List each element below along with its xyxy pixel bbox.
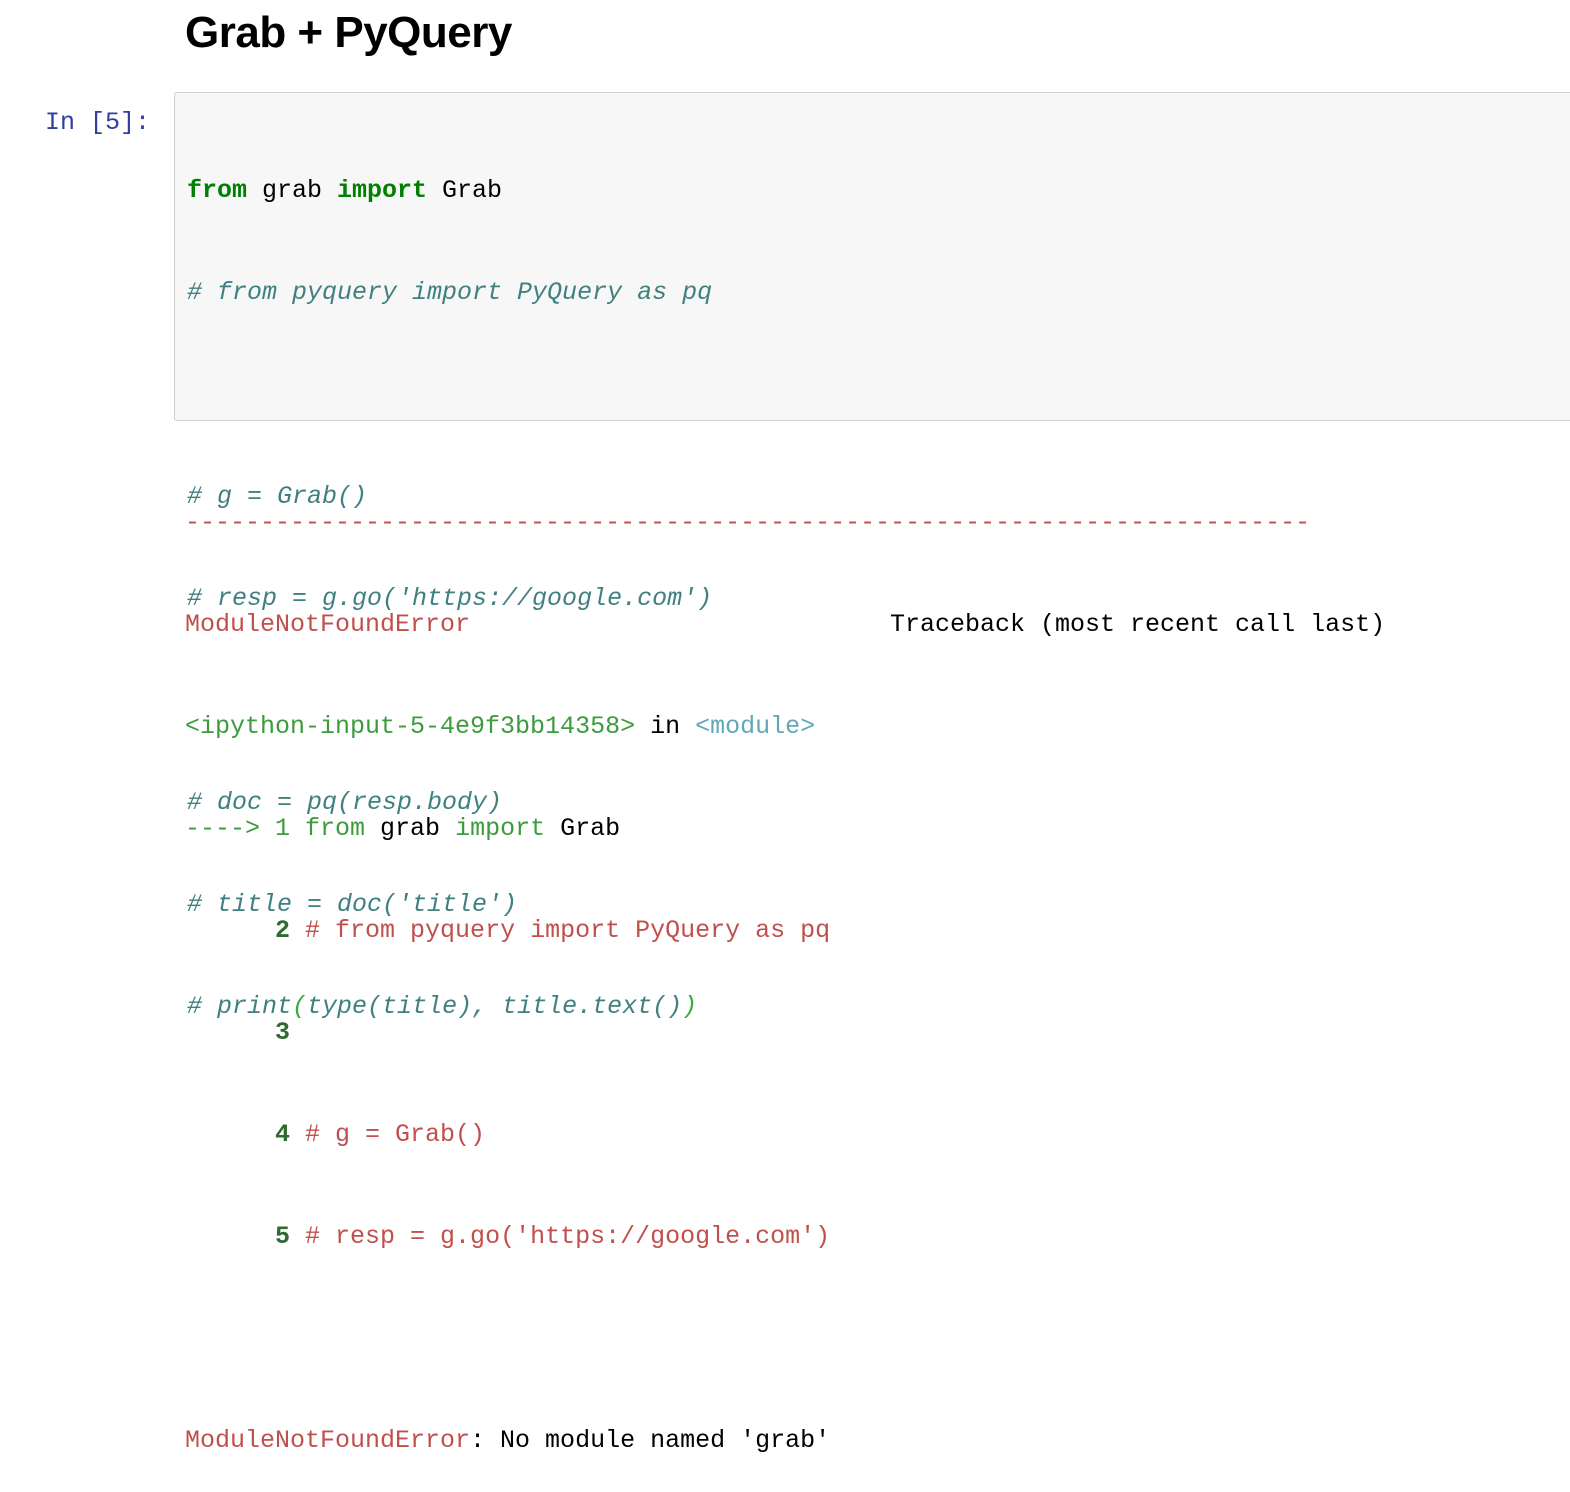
arrow-marker: ----> 1: [185, 814, 306, 843]
traceback-label: Traceback (most recent call last): [890, 610, 1386, 639]
traceback-context-line: 2 # from pyquery import PyQuery as pq: [185, 914, 1443, 948]
line-number: 2: [275, 916, 291, 945]
line-number: 3: [275, 1018, 291, 1047]
final-error-name: ModuleNotFoundError: [185, 1426, 471, 1455]
keyword-from: from: [305, 814, 366, 843]
keyword-from: from: [187, 176, 248, 205]
traceback-header: ModuleNotFoundError Traceback (most recen…: [185, 608, 1443, 642]
code-comment-line: # g = Grab(): [187, 482, 368, 511]
error-name: ModuleNotFoundError: [185, 610, 471, 639]
module-reference: <module>: [695, 712, 816, 741]
input-reference: <ipython-input-5-4e9f3bb14358>: [185, 712, 636, 741]
traceback-location: <ipython-input-5-4e9f3bb14358> in <modul…: [185, 710, 1443, 744]
line-number: 4: [275, 1120, 291, 1149]
code-text: Grab: [427, 176, 503, 205]
code-comment-line: # resp = g.go('https://google.com'): [187, 584, 713, 613]
keyword-import: import: [337, 176, 428, 205]
line-number: 5: [275, 1222, 291, 1251]
code-blank-line: [187, 378, 712, 412]
traceback-context-line: 5 # resp = g.go('https://google.com'): [185, 1220, 1443, 1254]
code-text: grab: [247, 176, 338, 205]
final-error-line: ModuleNotFoundError: No module named 'gr…: [185, 1424, 1443, 1458]
code-line: from grab import Grab: [187, 174, 712, 208]
context-text: # from pyquery import PyQuery as pq: [290, 916, 831, 945]
error-output: ----------------------------------------…: [185, 438, 1443, 1492]
section-heading: Grab + PyQuery: [185, 8, 512, 57]
in-word: in: [635, 712, 696, 741]
blank-line: [185, 1322, 1443, 1356]
code-cell[interactable]: [174, 92, 1570, 421]
code-comment-line: # from pyquery import PyQuery as pq: [187, 278, 713, 307]
input-prompt: In [5]:: [45, 108, 151, 137]
traceback-context-line: 4 # g = Grab(): [185, 1118, 1443, 1152]
code-text: Grab: [545, 814, 621, 843]
traceback-separator: ----------------------------------------…: [185, 508, 1311, 537]
code-text: grab: [365, 814, 456, 843]
traceback-arrow-line: ----> 1 from grab import Grab: [185, 812, 1443, 846]
keyword-import: import: [455, 814, 546, 843]
context-text: # resp = g.go('https://google.com'): [290, 1222, 831, 1251]
final-error-message: : No module named 'grab': [470, 1426, 831, 1455]
traceback-context-line: 3: [185, 1016, 1443, 1050]
context-text: # g = Grab(): [290, 1120, 486, 1149]
